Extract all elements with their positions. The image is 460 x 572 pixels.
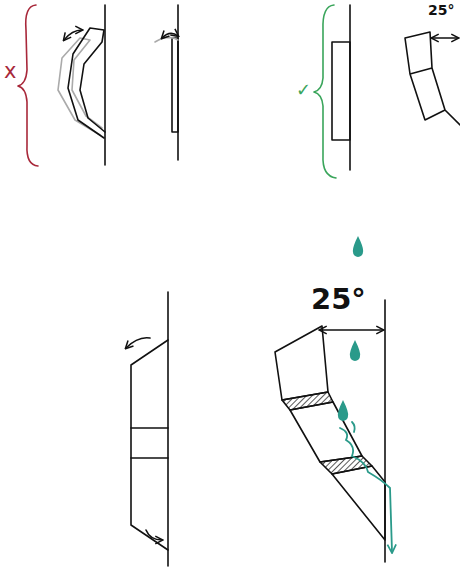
right-mark: ✓ xyxy=(296,80,311,100)
segment-line xyxy=(131,457,168,459)
angle-label: 25° xyxy=(428,3,454,18)
lift-arrow xyxy=(126,338,150,348)
angle-arrow xyxy=(320,329,383,331)
wall-line xyxy=(104,5,106,165)
water-drop xyxy=(350,340,360,361)
water-drop xyxy=(338,400,348,421)
bend-arrow xyxy=(64,30,82,40)
segment-line xyxy=(131,427,168,429)
spout-segment xyxy=(275,326,328,400)
spout-segment xyxy=(290,402,362,462)
wall-line xyxy=(167,292,169,566)
strip-profile xyxy=(172,38,178,132)
angle-label: 25° xyxy=(311,284,366,316)
wrong-mark: x xyxy=(4,60,16,83)
bend-arrow xyxy=(162,33,178,38)
flat-profile xyxy=(332,42,350,140)
angle-arrow xyxy=(432,37,458,39)
water-drop xyxy=(353,236,363,257)
bent-profile xyxy=(68,28,105,138)
splash-mark xyxy=(352,422,355,432)
curl-ghost xyxy=(155,37,178,42)
tapered-profile xyxy=(131,340,168,550)
wrong-brace xyxy=(18,5,38,166)
angled-spout xyxy=(405,32,460,125)
water-path xyxy=(340,428,392,552)
lift-arrow xyxy=(146,530,162,540)
